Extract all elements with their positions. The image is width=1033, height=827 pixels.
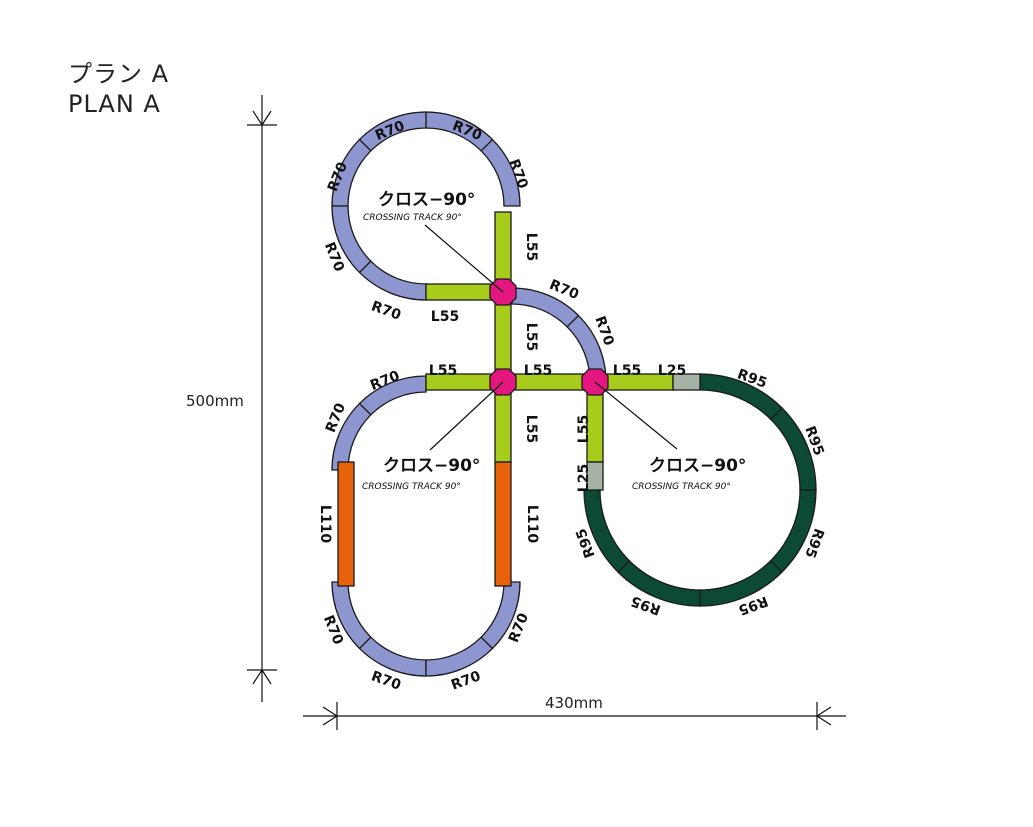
r70-top-loop-section (358, 260, 427, 301)
width-label: 430mm (545, 694, 603, 712)
crossing-annotation-right: クロス−90° CROSSING TRACK 90° (594, 381, 746, 492)
crossing-subtitle-right: CROSSING TRACK 90° (632, 482, 731, 492)
l110-track-label: L110 (524, 505, 540, 543)
r70-track-label: R70 (369, 298, 403, 323)
plan-title-english: PLAN A (68, 90, 161, 118)
l25-track-label: L25 (576, 464, 592, 492)
height-label: 500mm (186, 392, 244, 410)
l25-right-horizontal (672, 373, 701, 391)
l25-right-vertical (586, 461, 604, 491)
height-dimension (247, 95, 277, 702)
l55-track-label: L55 (431, 309, 459, 325)
l55-track-label: L55 (576, 415, 592, 443)
l55-track-label: L55 (523, 323, 539, 351)
l55-track-label: L55 (523, 415, 539, 443)
crossing-subtitle-top: CROSSING TRACK 90° (363, 213, 462, 223)
r95-loop-section (699, 559, 783, 607)
l110-left (337, 461, 355, 587)
r70-left-lower-curve-section (480, 581, 521, 650)
r95-loop-section (583, 489, 631, 573)
r95-loop-section (617, 559, 701, 607)
l25-track-label: L25 (658, 363, 686, 379)
r70-track-label: R70 (373, 118, 407, 144)
l110-right (494, 461, 512, 587)
l110-track-label: L110 (317, 505, 333, 543)
crossing-subtitle-left: CROSSING TRACK 90° (362, 482, 461, 492)
l55-track-label: L55 (613, 363, 641, 379)
crossing-annotation-left: クロス−90° CROSSING TRACK 90° (362, 381, 504, 492)
plan-title-japanese: プラン A (68, 60, 170, 88)
width-dimension (303, 702, 846, 730)
r95-loop-section (769, 489, 817, 573)
l55-track-label: L55 (429, 363, 457, 379)
crossing-name-top: クロス−90° (378, 190, 475, 210)
crossing-name-left: クロス−90° (383, 456, 480, 476)
l55-track-label: L55 (523, 233, 539, 261)
crossing-annotation-top: クロス−90° CROSSING TRACK 90° (363, 190, 504, 293)
l55-track-label: L55 (524, 363, 552, 379)
r70-left-lower-curve-section (425, 636, 494, 677)
crossing-name-right: クロス−90° (649, 456, 746, 476)
r70-left-lower-curve-section (358, 636, 427, 677)
